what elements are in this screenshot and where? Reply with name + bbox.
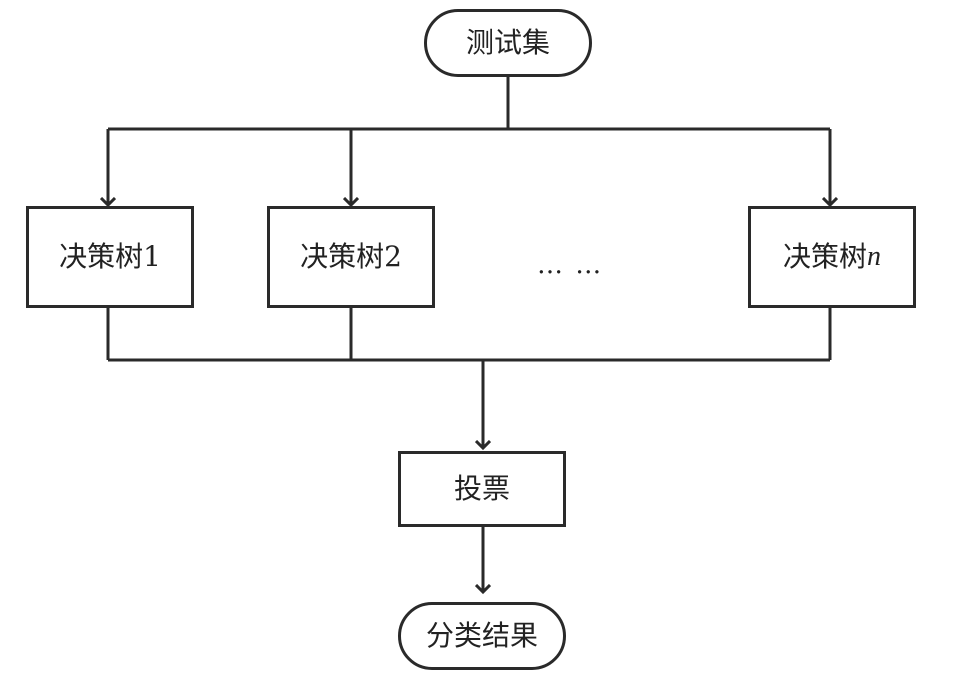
decision-tree-n-label: 决策树 (782, 240, 867, 273)
decision-tree-2-label: 决策树 (300, 240, 385, 273)
decision-tree-1-label: 决策树 (59, 240, 144, 273)
decision-tree-n-index: n (867, 241, 881, 272)
classification-result-label: 分类结果 (425, 619, 538, 652)
decision-tree-1-index: 1 (143, 240, 161, 273)
test-set-node: 测试集 (424, 9, 592, 77)
decision-tree-2-index: 2 (384, 240, 402, 273)
classification-result-node: 分类结果 (398, 602, 566, 670)
ellipsis: … … (537, 250, 604, 280)
vote-node: 投票 (398, 451, 566, 527)
test-set-label: 测试集 (465, 26, 550, 59)
vote-label: 投票 (453, 472, 510, 505)
